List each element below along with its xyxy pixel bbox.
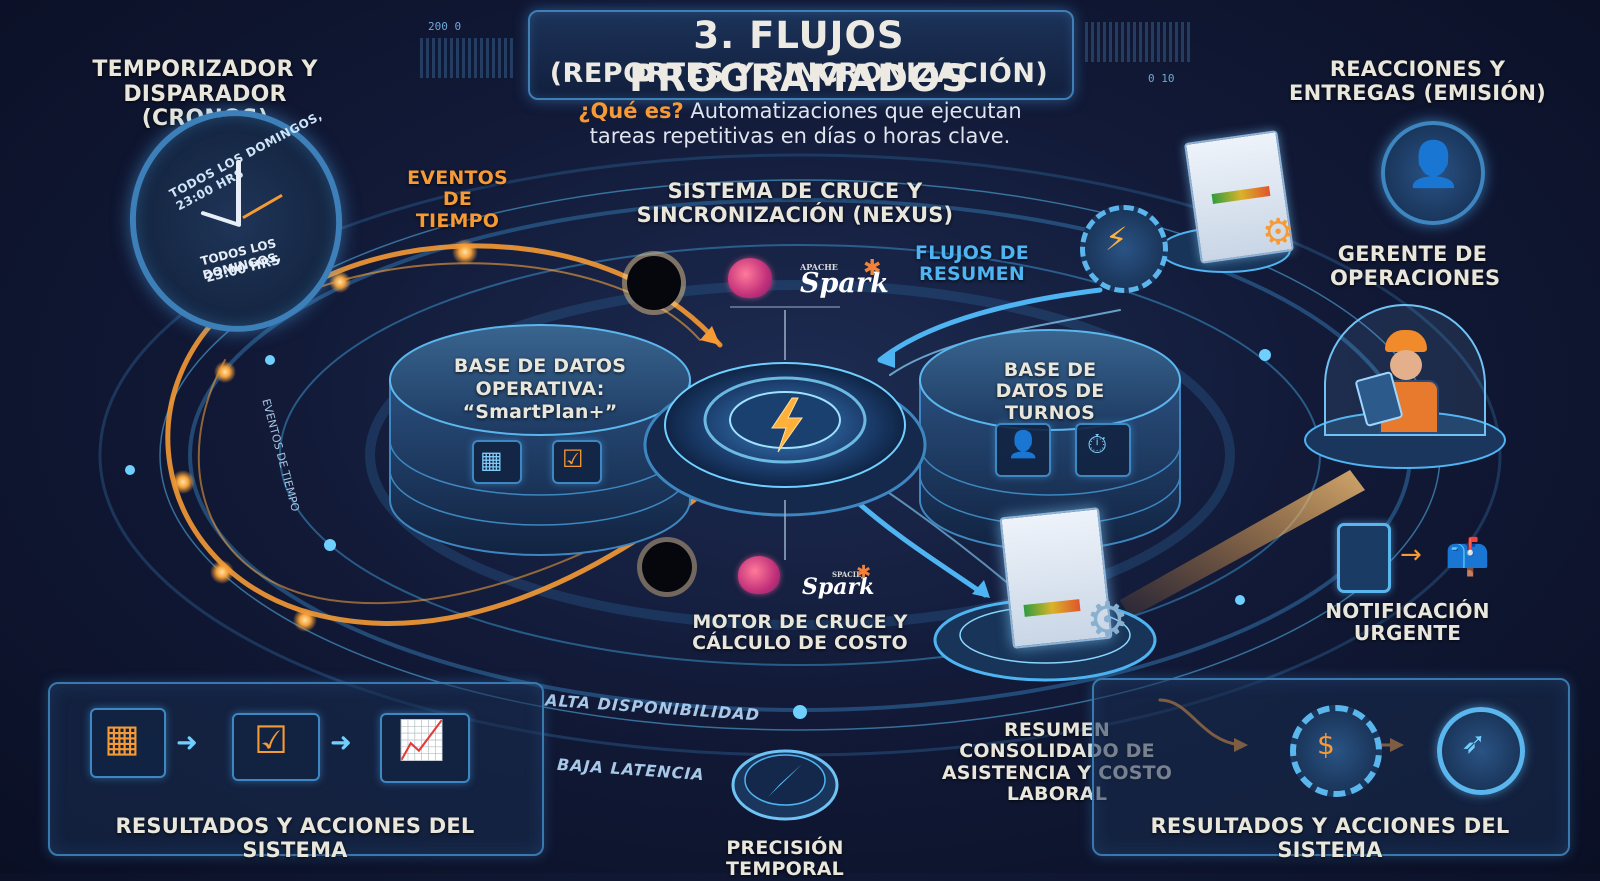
arrow-icon-1: ➜: [176, 728, 198, 758]
chart-glyph: 📈: [398, 718, 446, 762]
page-subtitle: (REPORTES Y SINCRONIZACIÓN): [549, 58, 1049, 89]
clock-hand-hour: [236, 160, 241, 225]
urgent-label: NOTIFICACIÓN URGENTE: [1325, 599, 1490, 646]
compass-icon: [1437, 707, 1525, 795]
calendar-clock-glyph: ▦: [480, 446, 503, 474]
calendar-clock-icon: [472, 440, 522, 484]
chart-icon: [380, 713, 470, 783]
spark-logo: Spark: [800, 268, 889, 299]
checklist-board-icon: [232, 713, 320, 781]
db-shifts-label: BASE DE DATOS DE TURNOS: [995, 359, 1105, 424]
checklist-icon: [552, 440, 602, 484]
header-deco-left-bars: [420, 38, 515, 78]
lightning-icon: [771, 397, 803, 453]
user-check-icon: [995, 423, 1051, 477]
gear-lightning-glyph: ⚡: [1105, 220, 1128, 258]
user-icon: [1381, 121, 1485, 225]
emission-beam: [1120, 470, 1365, 618]
user-check-glyph: 👤: [1007, 430, 1040, 460]
header-deco-right-bars: [1085, 22, 1190, 62]
time-event-nodes: [171, 239, 478, 632]
tablet-icon: [1337, 523, 1391, 593]
nexus-label: SISTEMA DE CRUCE Y SINCRONIZACIÓN (NEXUS…: [636, 179, 954, 227]
spark-star-icon: ✱: [863, 256, 882, 281]
mailbox-icon: 📫: [1445, 537, 1490, 578]
db-operational-cylinder: [389, 324, 691, 556]
spark-logo-bottom-small: SPACIE: [832, 570, 862, 579]
page-title: 3. FLUJOS PROGRAMADOS: [629, 14, 969, 100]
engine-label: MOTOR DE CRUCE Y CÁLCULO DE COSTO: [692, 611, 908, 655]
reactions-label: REACCIONES Y ENTREGAS (EMISIÓN): [1289, 57, 1546, 105]
calendar-icon: [90, 708, 166, 778]
orbit-nodes: [125, 349, 1271, 719]
db-operational-label-3: “SmartPlan+”: [462, 401, 618, 423]
checklist-glyph: ☑: [562, 445, 584, 473]
doc-gear-icon: ⚙: [1262, 212, 1295, 253]
worker-helmet: [1385, 330, 1427, 352]
results-right-label: RESULTADOS Y ACCIONES DEL SISTEMA: [1150, 814, 1510, 862]
title-box: [528, 10, 1074, 100]
spark-star-icon-bottom: ✱: [856, 562, 872, 583]
header-deco-left: 200 0: [428, 20, 462, 33]
db-operational-label-1: BASE DE DATOS: [453, 355, 627, 377]
worker-face: [1390, 350, 1422, 380]
timer-label: TEMPORIZADOR Y DISPARADOR (CRONOS): [92, 57, 318, 131]
user-glyph: 👤: [1406, 139, 1461, 190]
squirrel-logo-bottom: [738, 556, 780, 594]
squirrel-logo: [728, 258, 772, 298]
db-operational-label-2: OPERATIVA:: [475, 378, 605, 400]
what-is-question: ¿Qué es?: [578, 99, 684, 123]
spark-logo-small: APACHE: [800, 262, 838, 272]
stopwatch-glyph: ⏱: [1087, 430, 1108, 460]
precision-compass: [731, 749, 839, 821]
what-is-answer: Automatizaciones que ejecutan tareas rep…: [589, 99, 1022, 149]
time-events-label: EVENTOS DE TIEMPO: [407, 167, 508, 232]
spark-logo-bottom: Spark: [802, 574, 875, 600]
eclipse-nodes: [622, 251, 697, 597]
arrow-to-mailbox-icon: →: [1400, 540, 1422, 570]
report-gear-icon: ⚙: [1086, 592, 1130, 648]
results-left-label: RESULTADOS Y ACCIONES DEL SISTEMA: [115, 814, 475, 862]
gear-icon: [1080, 205, 1168, 293]
checklist-board-glyph: ☑: [254, 718, 289, 762]
manager-label: GERENTE DE OPERACIONES: [1330, 242, 1501, 290]
stopwatch-icon: [1075, 423, 1131, 477]
header-deco-right: 0 10: [1148, 72, 1175, 85]
summary-flows-label: FLUJOS DE RESUMEN: [915, 242, 1029, 286]
arrow-icon-2: ➜: [330, 728, 352, 758]
calendar-glyph: ▦: [104, 716, 140, 760]
what-is-text: ¿Qué es? Automatizaciones que ejecutan t…: [560, 99, 1040, 149]
compass-glyph: ➶: [1461, 726, 1487, 761]
precision-label: PRECISIÓN TEMPORAL: [726, 837, 844, 881]
coin-glyph: $: [1317, 728, 1335, 761]
coin-gear-icon: [1290, 705, 1382, 797]
